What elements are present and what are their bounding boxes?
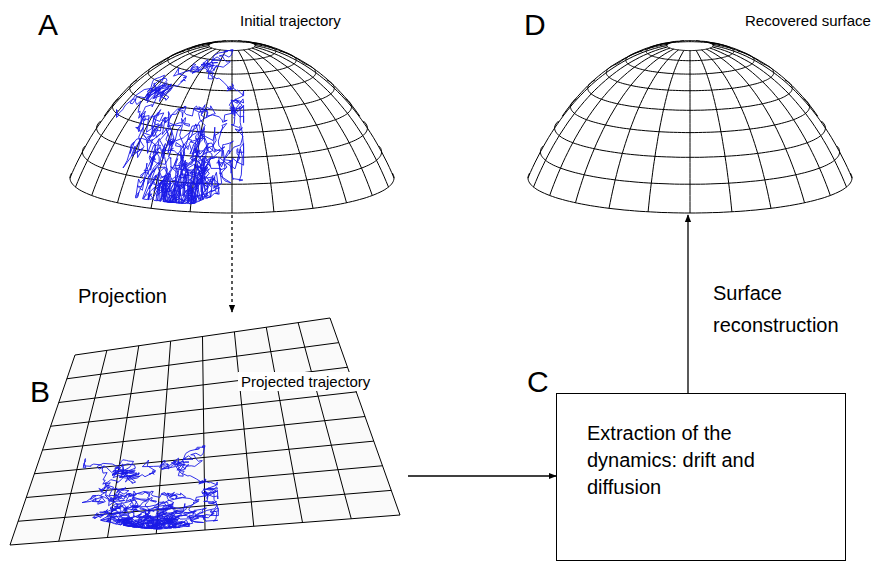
dome-meridian [576, 49, 674, 203]
illustration [520, 12, 860, 215]
dome-meridian [252, 48, 372, 195]
dome-meridian [702, 50, 772, 208]
grid-line [298, 323, 351, 519]
arrow [408, 475, 556, 476]
edge-label: Surface reconstruction [710, 276, 886, 342]
grid-line [266, 327, 302, 522]
dome-surface [70, 41, 394, 213]
dome-meridian [710, 43, 763, 64]
arrow [231, 215, 232, 312]
dome-panel: Recovered surface [520, 12, 860, 215]
dome-meridian [232, 51, 233, 213]
dome-meridian [706, 49, 804, 203]
illustration [65, 12, 400, 215]
dome-meridian [208, 41, 221, 44]
dome-meridian [221, 41, 226, 42]
dome-meridian [238, 50, 274, 211]
grid-line [43, 417, 366, 451]
dome-meridian [232, 41, 233, 42]
dome-meridian [648, 50, 684, 211]
panel-letter: B [30, 375, 50, 409]
dome-meridian [647, 42, 673, 49]
dome-meridian [690, 51, 691, 213]
dome-meridian [254, 44, 359, 116]
panel-title: Recovered surface [745, 12, 871, 29]
dome-surface [528, 41, 852, 213]
panel-letter: A [38, 8, 58, 42]
plane-panel: Projected trajectory [8, 312, 408, 552]
dome-meridian [696, 50, 732, 211]
dome-meridian [238, 41, 243, 42]
dome-meridian [710, 48, 830, 195]
dome-meridian [189, 42, 215, 49]
dome-meridian [534, 47, 668, 187]
trajectory [82, 446, 218, 529]
dome-meridian [690, 41, 691, 42]
dome-meridian [255, 46, 394, 178]
dome-meridian [666, 41, 679, 44]
panel-letter: D [524, 8, 546, 42]
box-text: Extraction of the dynamics: drift and di… [587, 420, 767, 501]
dome-meridian [104, 44, 210, 116]
dome-meridian [712, 47, 846, 187]
dome-meridian [713, 46, 852, 178]
panel-title: Initial trajectory [240, 12, 341, 29]
dome-meridian [528, 46, 667, 178]
illustration [8, 312, 408, 552]
dome-meridian [618, 43, 671, 64]
dome-meridian [244, 50, 314, 208]
dome-panel: Initial trajectory [65, 12, 400, 215]
dome-meridian [248, 49, 346, 203]
dome-meridian [696, 41, 701, 42]
panel-letter: C [527, 365, 549, 399]
edge-label: Projection [75, 284, 170, 309]
grid-line [234, 332, 253, 526]
process-box: Extraction of the dynamics: drift and di… [556, 393, 846, 561]
plane-grid [10, 318, 400, 545]
dome-meridian [252, 43, 305, 64]
dome-meridian [609, 50, 679, 208]
panel-title: Projected trajectory [238, 372, 373, 391]
dome-meridian [679, 41, 684, 42]
trajectory [117, 50, 244, 204]
arrow [687, 215, 688, 393]
dome-meridian [254, 47, 388, 187]
dome-meridian [160, 43, 213, 64]
dome-meridian [712, 44, 818, 116]
dome-meridian [562, 44, 668, 116]
plane-outline [10, 318, 400, 545]
